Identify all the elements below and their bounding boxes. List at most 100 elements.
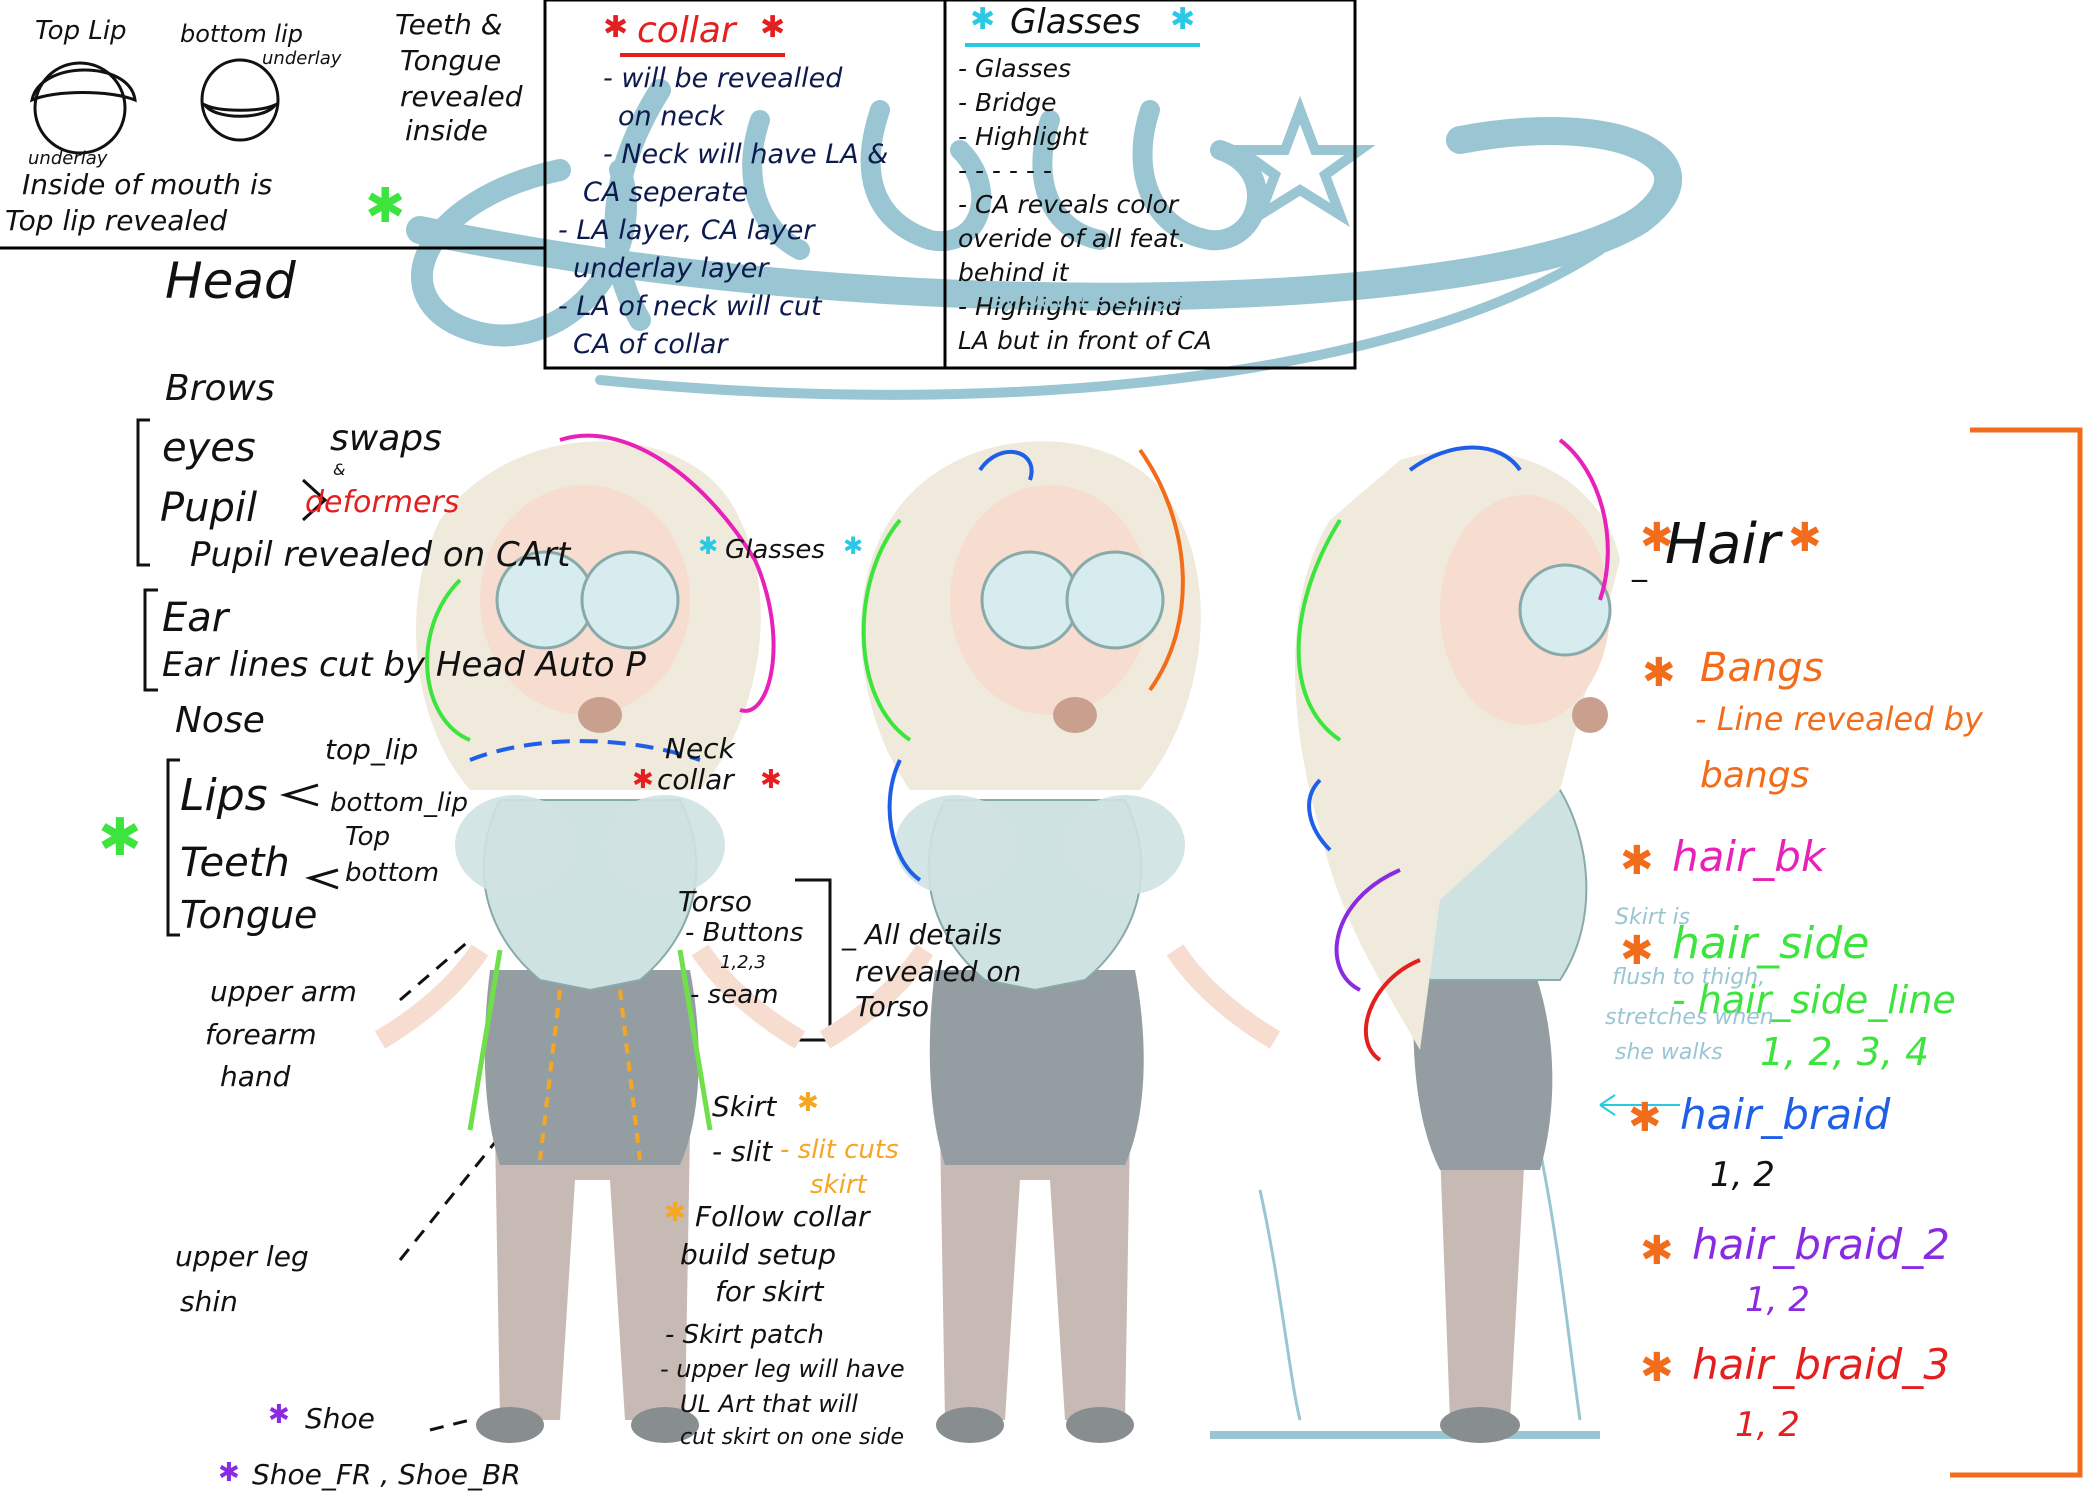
asterisk-icon: ✱ xyxy=(98,808,142,868)
bangs-note-1: - Line revealed by xyxy=(1695,700,1983,738)
asterisk-icon: ✱ xyxy=(632,765,654,795)
hair-braid-2-label: hair_braid_2 xyxy=(1692,1220,1951,1269)
buttons-label: - Buttons xyxy=(685,918,804,948)
slit-cuts-skirt-label: skirt xyxy=(810,1170,867,1200)
arrow-icon xyxy=(398,938,507,1432)
asterisk-icon: ✱ xyxy=(760,10,786,45)
upper-arm-label: upper arm xyxy=(210,975,357,1008)
hair-side-line-label: - hair_side_line xyxy=(1672,978,1956,1022)
collar-note: - will be revealled xyxy=(603,63,843,94)
asterisk-icon: ✱ xyxy=(1620,838,1654,884)
top-boxes xyxy=(0,0,1357,370)
asterisk-icon: ✱ xyxy=(843,532,864,560)
tongue-label: Tongue xyxy=(400,44,502,77)
bottom-lip-sub-label: bottom_lip xyxy=(330,788,468,818)
inside-label: inside xyxy=(405,114,488,147)
skirt-label: Skirt xyxy=(712,1090,777,1123)
asterisk-icon: ✱ xyxy=(1170,2,1196,37)
hair-title: Hair xyxy=(1665,512,1781,577)
build-setup-label: build setup xyxy=(680,1238,837,1271)
asterisk-icon: ✱ xyxy=(365,178,406,234)
deformers-label: deformers xyxy=(305,485,460,520)
bottom-lip-label: bottom lip xyxy=(180,20,303,48)
hair-side-nums: 1, 2, 3, 4 xyxy=(1760,1030,1930,1074)
skirt-note-4: she walks xyxy=(1615,1040,1723,1065)
glasses-note: - Highlight xyxy=(958,122,1088,151)
amp-label: & xyxy=(333,460,346,479)
torso-label: Torso xyxy=(678,885,753,918)
head-title: Head xyxy=(165,252,296,310)
bangs-label: Bangs xyxy=(1700,645,1824,691)
collar-note: on neck xyxy=(618,101,725,132)
skirt-note-3: stretches when xyxy=(1605,1005,1774,1030)
pupil-revealed-label: Pupil revealed on CArt xyxy=(190,535,571,575)
slit-label: - slit xyxy=(712,1135,773,1168)
collar-note: - Neck will have LA & xyxy=(603,139,889,170)
lip-diagrams xyxy=(29,58,280,155)
asterisk-icon: ✱ xyxy=(1640,1228,1674,1274)
hair-braid-2-nums: 1, 2 xyxy=(1745,1280,1810,1320)
three-quarter-figure xyxy=(819,441,1281,1443)
hand-label: hand xyxy=(220,1060,291,1093)
shin-label: shin xyxy=(180,1285,238,1318)
hair-braid-3-nums: 1, 2 xyxy=(1735,1405,1800,1445)
hair-title-underline: _ xyxy=(1632,548,1647,583)
follow-collar-label: Follow collar xyxy=(695,1200,870,1233)
collar-callout-label: collar xyxy=(657,763,734,796)
asterisk-icon: ✱ xyxy=(268,1400,290,1430)
swaps-label: swaps xyxy=(330,418,442,459)
hair-braid-label: hair_braid xyxy=(1680,1090,1891,1139)
glasses-note: - - - - - - xyxy=(958,156,1052,185)
bangs-note-2: bangs xyxy=(1700,755,1810,796)
hair-braid-nums: 1, 2 xyxy=(1710,1155,1775,1195)
bottom-sub-label: bottom xyxy=(345,858,440,888)
eyes-label: eyes xyxy=(162,425,256,471)
asterisk-icon: ✱ xyxy=(1788,515,1822,561)
asterisk-icon: ✱ xyxy=(970,2,996,37)
inside-mouth-label: Inside of mouth is xyxy=(22,168,273,201)
shoe-label: Shoe xyxy=(305,1402,375,1435)
skirt-note-1: Skirt is xyxy=(1615,905,1691,930)
glasses-note: LA but in front of CA xyxy=(958,326,1212,355)
upper-leg-note-2: UL Art that will xyxy=(680,1390,858,1418)
asterisk-icon: ✱ xyxy=(603,10,629,45)
underlay-right-label: underlay xyxy=(262,48,342,69)
pupil-label: Pupil xyxy=(160,485,258,531)
neck-callout-label: Neck xyxy=(665,732,735,765)
brace-icon xyxy=(136,418,2083,1478)
asterisk-icon: ✱ xyxy=(760,765,782,795)
hair-bk-label: hair_bk xyxy=(1672,832,1826,881)
front-figure xyxy=(374,433,806,1443)
star-icon xyxy=(1224,95,1376,228)
slit-cuts-label: - slit cuts xyxy=(780,1135,899,1165)
glasses-note: - CA reveals color xyxy=(958,190,1179,219)
asterisk-icon: ✱ xyxy=(1640,1345,1674,1391)
nose-label: Nose xyxy=(175,700,265,741)
top-lip-label: Top Lip xyxy=(35,16,127,46)
tongue-sub-label: Tongue xyxy=(180,893,318,937)
buttons-nums-label: 1,2,3 xyxy=(720,952,766,973)
glasses-note: overide of all feat. xyxy=(958,224,1187,253)
asterisk-icon: ✱ xyxy=(1640,515,1674,561)
glasses-callout-label: Glasses xyxy=(725,535,825,565)
skirt-patch-label: - Skirt patch xyxy=(665,1320,824,1350)
forearm-label: forearm xyxy=(205,1018,317,1051)
top-lip-sub-label: top_lip xyxy=(325,733,419,766)
revealed-on-label: revealed on xyxy=(855,955,1022,988)
arrow-icon xyxy=(1599,1094,1680,1116)
collar-notes: - will be revealled on neck - Neck will … xyxy=(558,60,888,364)
asterisk-icon: ✱ xyxy=(664,1198,686,1228)
asterisk-icon: ✱ xyxy=(1620,928,1654,974)
revealed-label: revealed xyxy=(400,80,523,113)
glasses-note: behind it xyxy=(958,258,1069,287)
glasses-note: - Glasses xyxy=(958,54,1072,83)
glasses-note: - Highlight behind xyxy=(958,292,1182,321)
asterisk-icon: ✱ xyxy=(1628,1095,1662,1141)
underlay-left-label: underlay xyxy=(28,148,108,169)
lips-label: Lips xyxy=(180,770,268,821)
skirt-note-2: flush to thigh, xyxy=(1612,965,1766,990)
collar-note: CA seperate xyxy=(583,177,749,208)
brows-label: Brows xyxy=(165,368,275,409)
side-figure xyxy=(1210,438,1620,1443)
